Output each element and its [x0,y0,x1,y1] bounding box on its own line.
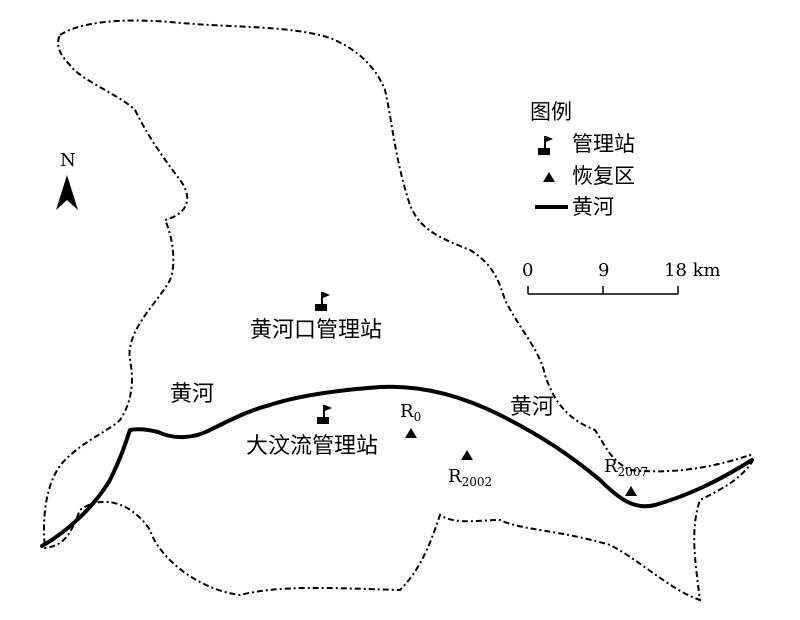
scale-tick-0: 0 [522,260,534,281]
scale-tick-18: 18 km [664,260,721,281]
station-flag-icon [317,405,332,424]
site-label-r2007: R2007 [604,456,649,479]
station-label-huanghekou: 黄河口管理站 [250,318,383,343]
north-label: N [60,150,76,171]
triangle-icon [405,428,417,438]
triangle-icon [543,172,555,182]
legend-item-label: 管理站 [572,131,635,156]
site-label-r2002: R2002 [448,466,493,489]
yellow-river-line [40,384,754,548]
river-label: 黄河 [170,382,215,407]
legend-item-label: 黄河 [572,194,614,219]
site-label-r0: R0 [400,401,422,424]
reserve-boundary [43,19,754,602]
legend-item-river: 黄河 [572,195,614,219]
station-flag-icon [538,136,553,155]
triangle-icon [461,450,473,460]
legend-item-restoration: 恢复区 [572,164,635,188]
scale-bar [527,286,679,295]
river-label: 黄河 [510,395,555,420]
triangle-icon [625,486,637,496]
scale-tick-9: 9 [598,260,610,281]
legend-title: 图例 [530,100,572,124]
station-label-dawenliu: 大汶流管理站 [246,434,379,459]
station-flag-icon [315,292,330,311]
north-arrow-icon [56,175,78,210]
legend-item-label: 恢复区 [572,163,635,188]
legend-item-station: 管理站 [572,132,635,156]
